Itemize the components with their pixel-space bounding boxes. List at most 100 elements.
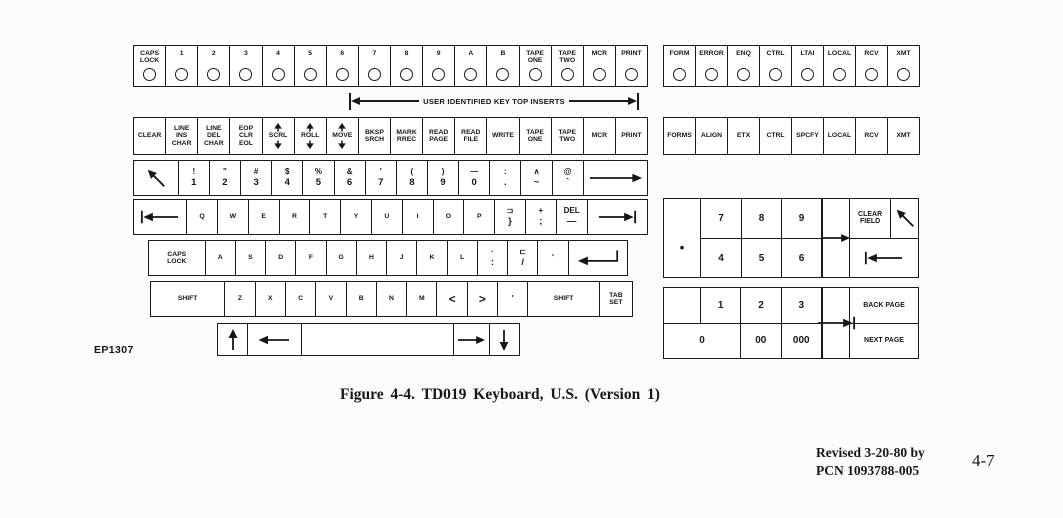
key-label: FORMS [667,132,692,140]
key-label: TAB SET [609,291,623,306]
indicator-circle [335,68,349,81]
left-arrowhead-icon [350,97,360,105]
key-print: PRINT [614,46,647,86]
indicator-circle [528,68,542,81]
key-1: 1 [700,288,740,323]
key-main-label: — [566,216,577,228]
key-3: 3 [229,46,262,86]
indicator-circle [833,68,846,81]
key-v: V [315,282,346,316]
key-label: TAPE ONE [526,50,544,65]
key-label: L [460,254,465,262]
key-main-label: ~ [533,177,540,189]
key-label: U [384,213,390,221]
key-label: ERROR [699,50,724,57]
key-label: LOCAL [827,132,852,140]
key-7: '7 [364,161,396,195]
space-row [217,323,520,356]
key-form: FORM [664,46,695,86]
key-label: 4 [276,50,280,57]
key-label: CTRL [766,132,785,140]
indicator-circle [592,68,606,81]
key-main-label: 9 [440,177,446,189]
up-arrow-icon [274,123,282,132]
key-label: LOCAL [827,50,852,57]
key-label: E [261,213,266,221]
key-scrl: SCRL [261,118,294,154]
key-label: MOVE [332,132,353,140]
key-x: X [254,282,285,316]
key-label: G [338,254,344,262]
key-shift-label: ! [192,167,196,177]
key-9: )9 [426,161,459,195]
key-k: K [416,241,447,275]
key-blank [664,288,700,323]
key-ltai: LTAI [791,46,823,86]
key-eop-clr-eol: EOP CLR EOL [229,118,262,154]
key-next-page: NEXT PAGE [850,322,918,359]
key-home-arrow [134,161,178,195]
key-caps-lock: CAPS LOCK [149,241,205,275]
key-y: Y [340,200,371,234]
key-8: (8 [395,161,427,195]
key-label: MCR [591,50,608,57]
key-label: A [468,50,474,57]
key-tape-one: TAPE ONE [518,46,551,86]
key-blank: ·: [476,241,508,275]
key-label: PRINT [621,132,642,140]
numpad-lower-block: 1 2 3 0 00 000 [663,287,822,359]
key-label: LINE INS CHAR [171,125,192,147]
key-q: Q [186,200,217,234]
key-label: 5 [308,50,313,57]
tab-left-icon [863,250,905,266]
key-label: CTRL [766,50,785,57]
key-4: $4 [271,161,303,195]
indicator-circle [175,68,189,81]
numpad-row-123: 1 2 3 [664,288,821,323]
key-label: Y [353,213,359,221]
key-tab-right [586,200,648,234]
key-enq: ENQ [727,46,759,86]
key-label: ALIGN [700,132,723,140]
key-label: V [328,295,334,303]
key-align: ALIGN [695,118,727,154]
key-xmt: XMT [887,46,919,86]
key-mark-rrec: MARK RREC [390,118,423,154]
key-blank: +; [524,200,556,234]
down-arrow-icon [338,140,347,149]
key-label: J [399,254,404,262]
key-label: LINE DEL CHAR [203,125,224,147]
key-shift-label: " [223,167,227,177]
key-etx: ETX [727,118,759,154]
key-read-file: READ FILE [454,118,487,154]
tab-left-icon [864,251,903,264]
key-ctrl: CTRL [759,118,791,154]
annotation-text: USER IDENTIFIED KEY TOP INSERTS [423,96,565,106]
key-0: —0 [458,161,490,195]
key-label: LTAI [800,50,815,57]
tab-left-icon [141,210,179,224]
right-arrowhead-icon [628,97,638,105]
key-decimal-dot: • [664,199,701,277]
key-shift-label: · [491,247,494,257]
user-inserts-annotation: USER IDENTIFIED KEY TOP INSERTS [349,92,639,110]
key-tab-left [134,200,187,234]
indicator-circle [769,68,782,81]
key-shift-label: + [538,206,544,216]
key-main-label: 2 [222,177,228,189]
key-z: Z [224,282,255,316]
key-cursor-left [247,324,301,355]
key-blank: ⊏/ [507,241,538,275]
key-3: #3 [240,161,272,195]
key-6: 6 [325,46,358,86]
key-r: R [278,200,310,234]
key-3: 3 [780,288,821,323]
key-m: M [406,282,437,316]
key-main-label: 5 [315,177,322,189]
key-label: RCV [864,132,879,140]
key-del: DEL— [555,200,587,234]
key-caps-lock: CAPS LOCK [134,46,166,86]
key-label: H [368,254,374,262]
nw-arrow-icon [894,207,916,229]
